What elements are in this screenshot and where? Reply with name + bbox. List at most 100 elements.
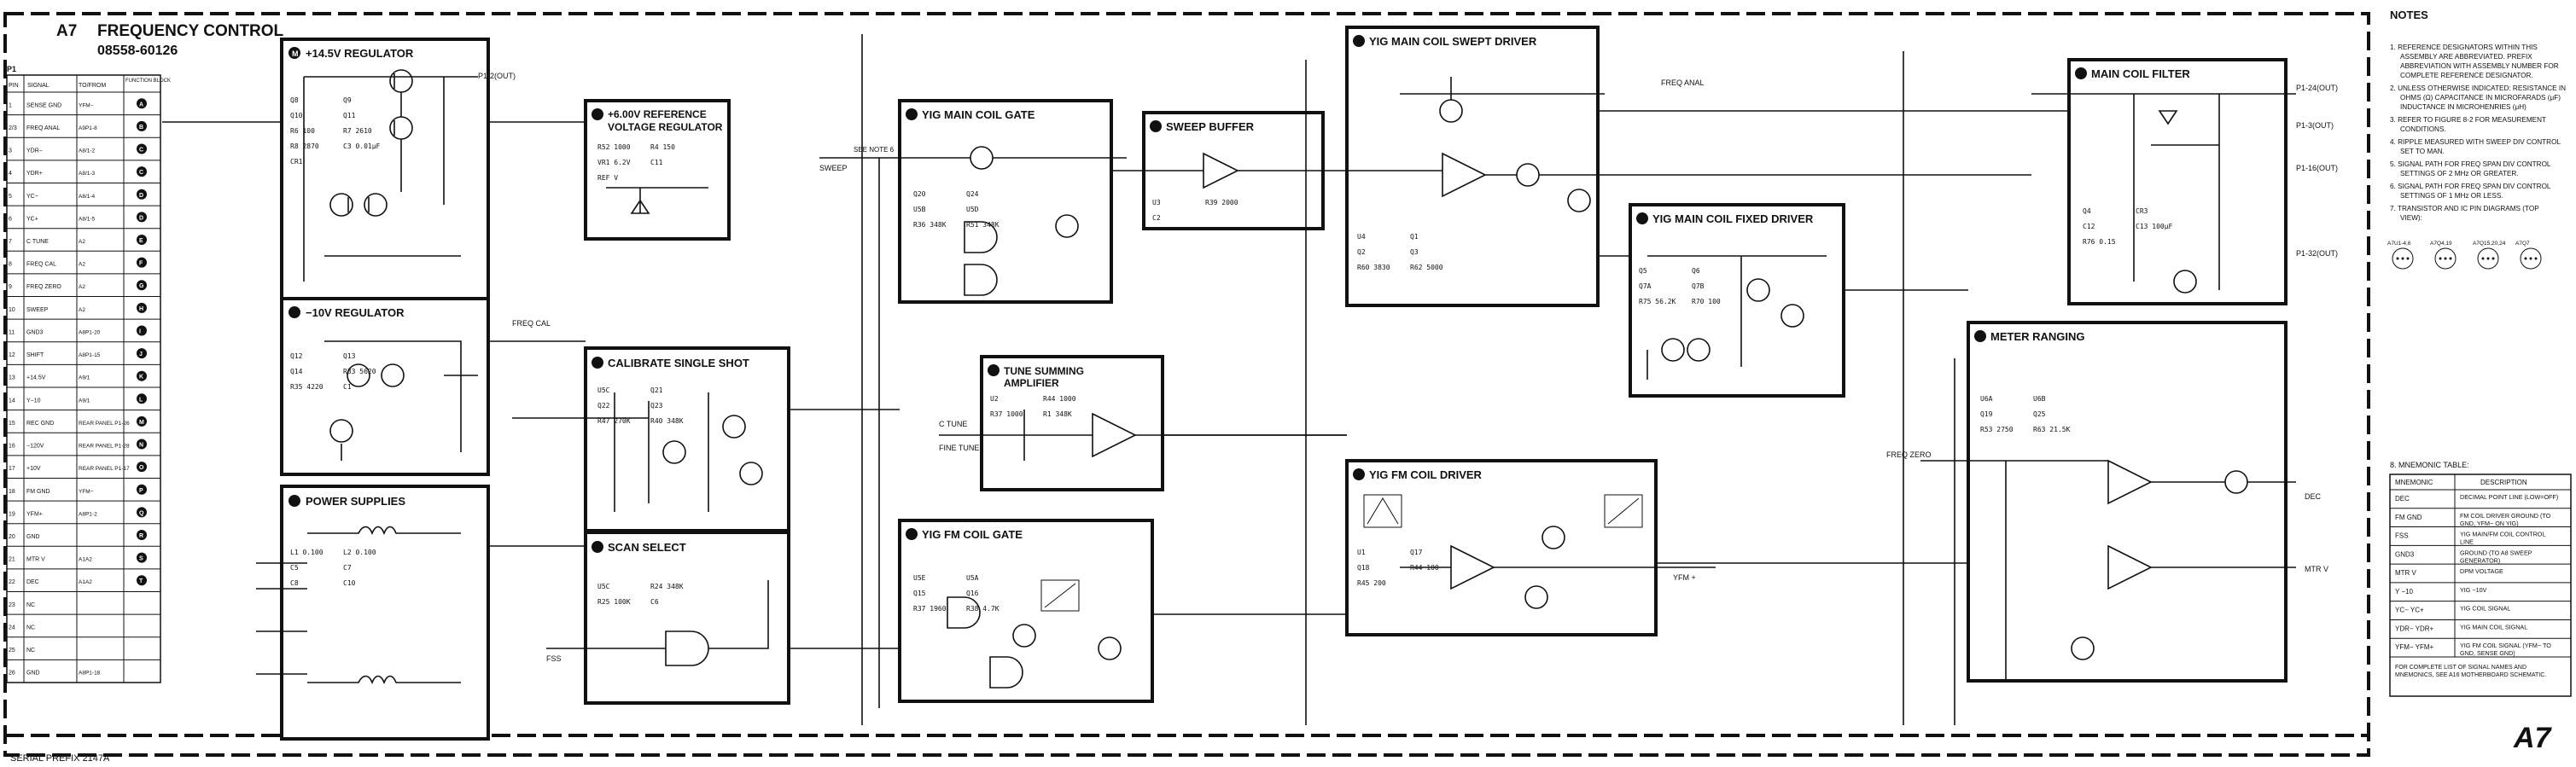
signal-freq-cal: FREQ CAL — [512, 319, 551, 328]
signal-freq-zero: FREQ ZERO — [1886, 450, 1932, 459]
component-label: C7 — [343, 564, 352, 572]
component-label: C8 — [290, 579, 299, 587]
mnemonic-code: FM GND — [2395, 514, 2422, 521]
function-block-letter: K — [139, 375, 143, 381]
mnemonic-desc: FM COIL DRIVER GROUND (TO — [2460, 512, 2551, 520]
note-line: COMPLETE REFERENCE DESIGNATOR. — [2400, 72, 2533, 79]
block-title: YIG FM COIL GATE — [922, 528, 1023, 541]
component-label: Q5 — [1639, 267, 1647, 275]
component-label: C1 — [343, 383, 352, 391]
pin-to-from: A8/1-4 — [79, 194, 96, 200]
pin-to-from: A1A2 — [79, 557, 92, 563]
transistor-q9 — [329, 193, 353, 217]
pin-signal: YC+ — [26, 216, 38, 222]
note-line: 5. SIGNAL PATH FOR FREQ SPAN DIV CONTROL — [2390, 160, 2551, 168]
component-label: R39 2000 — [1205, 199, 1238, 206]
block-title: METER RANGING — [1990, 330, 2085, 343]
function-block-marker — [137, 325, 147, 336]
pin-to-from: REAR PANEL P1-17 — [79, 466, 130, 472]
function-block-marker — [137, 462, 147, 473]
pin-number: 16 — [9, 444, 15, 450]
component-label: C6 — [650, 598, 659, 606]
pin-number: 3 — [9, 148, 12, 154]
mnemonic-desc: DECIMAL POINT LINE (LOW=OFF) — [2460, 493, 2558, 501]
mnemonic-row: YDR− YDR+YIG MAIN COIL SIGNAL — [2390, 623, 2571, 639]
pin-signal: +10V — [26, 466, 41, 472]
pin-signal: YDR+ — [26, 171, 43, 177]
pin-diagram: A7Q7 — [2515, 241, 2542, 270]
function-block-letter: S — [139, 556, 143, 562]
transistor-q21 — [739, 462, 763, 485]
note-line: SETTINGS OF 1 MHz OR LESS. — [2400, 192, 2503, 200]
page-tag: A7 — [2513, 722, 2553, 754]
component-label: Q7A — [1639, 282, 1652, 290]
block-power-supplies: POWER SUPPLIES — [280, 485, 490, 741]
pin-signal: SHIFT — [26, 352, 44, 358]
component-label: R62 5000 — [1410, 264, 1443, 271]
pin-signal: SENSE GND — [26, 102, 61, 108]
pin-signal: YFM+ — [26, 511, 43, 517]
function-block-marker — [137, 98, 147, 109]
pin-label-out: P1-3(OUT) — [2296, 121, 2334, 130]
function-block-letter: D — [139, 215, 143, 221]
pin-number: 20 — [9, 534, 15, 540]
triangle-waveform — [1363, 494, 1402, 528]
signal-freq-anal: FREQ ANAL — [1661, 78, 1705, 87]
pin-number: 12 — [9, 352, 15, 358]
pin-signal: NC — [26, 648, 35, 654]
function-block-letter: C — [139, 148, 143, 154]
pin-to-from: A9/1 — [79, 398, 90, 404]
function-block-letter: D — [139, 193, 143, 199]
pin-label-out: P1-2(OUT) — [478, 72, 516, 80]
component-label: R53 2750 — [1980, 426, 2014, 433]
function-block-marker — [137, 257, 147, 268]
ramp-waveform — [1040, 579, 1080, 612]
component-label: Q19 — [1980, 410, 1993, 418]
pin-number: 8 — [9, 262, 12, 268]
component-label: R60 3830 — [1357, 264, 1390, 271]
note-line: 2. UNLESS OTHERWISE INDICATED: RESISTANC… — [2390, 84, 2566, 92]
pin-signal: YC− — [26, 194, 38, 200]
block-title: SCAN SELECT — [608, 541, 686, 554]
svg-text:M: M — [292, 49, 299, 58]
component-label: U6B — [2033, 395, 2046, 403]
component-label: Q7B — [1692, 282, 1705, 290]
pin-number: 10 — [9, 307, 15, 313]
transistor-q24 — [1055, 214, 1079, 238]
note-line: 4. RIPPLE MEASURED WITH SWEEP DIV CONTRO… — [2390, 138, 2561, 146]
component-label: U5C — [597, 583, 610, 590]
diode-cr3 — [2158, 110, 2178, 125]
mnemonic-row: YC− YC+YIG COIL SIGNAL — [2390, 605, 2571, 620]
opamp-u4 — [1442, 152, 1487, 198]
transistor-q5 — [1780, 304, 1804, 328]
block-title: −10V REGULATOR — [306, 306, 405, 319]
transistor-q15 — [1012, 624, 1036, 648]
component-label: R40 348K — [650, 417, 684, 425]
component-label: R25 100K — [597, 598, 631, 606]
component-label: CR1 — [290, 158, 303, 166]
pin-number: 18 — [9, 489, 15, 495]
function-block-letter: R — [139, 533, 143, 539]
pin-number: 22 — [9, 579, 15, 585]
component-label: Q2 — [1357, 248, 1366, 256]
component-label: C13 100μF — [2136, 223, 2173, 230]
note-line: 1. REFERENCE DESIGNATORS WITHIN THIS — [2390, 44, 2538, 51]
component-label: U5A — [966, 574, 979, 582]
block-yig-fm-coil-gate: YIG FM COIL GATE — [898, 519, 1154, 703]
function-block-marker — [137, 530, 147, 540]
block-yig-fm-coil-driver: YIG FM COIL DRIVER — [1345, 459, 1658, 636]
component-label: R24 348K — [650, 583, 684, 590]
pin-number: 4 — [9, 171, 12, 177]
signal-yfm-plus: YFM + — [1673, 573, 1696, 582]
mnemonic-col-head: DESCRIPTION — [2480, 479, 2527, 486]
pin-to-from: REAR PANEL P1-28 — [79, 444, 130, 450]
